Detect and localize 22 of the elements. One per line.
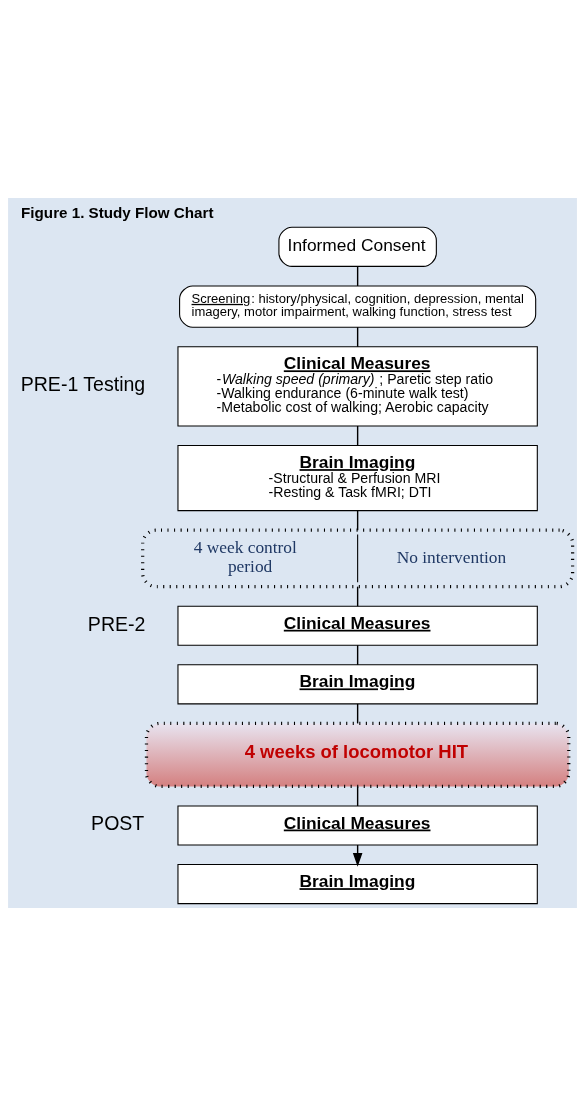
node-box: Brain Imaging (177, 663, 538, 704)
node-box: 4 week control period No intervention (141, 528, 575, 588)
connector (356, 424, 359, 446)
node-box: 4 weeks of locomotor HIT (144, 721, 571, 788)
node-box: Brain Imaging (177, 863, 538, 904)
label: PRE-1 Testing (20, 372, 146, 395)
node-box: Informed Consent (278, 226, 437, 267)
connector (356, 265, 359, 287)
connector (356, 785, 359, 807)
connector (356, 702, 359, 724)
node-box: Clinical Measures (177, 804, 538, 846)
connector (356, 509, 359, 531)
node-box: Screening: history/physical, cognition, depression, mental imagery, motor impairment, walking function, stress test (179, 284, 537, 328)
label: POST (91, 811, 145, 834)
node-box: Clinical Measures (177, 605, 538, 646)
connector (356, 644, 359, 666)
node-box: Clinical Measures -Walking speed (primary); Paretic step ratio -Walking endurance (6-minute walk test) -Metabolic cost of walking; Aerobic capacity (177, 345, 538, 427)
connector (356, 326, 359, 347)
label: PRE-2 (87, 612, 146, 635)
connector (356, 585, 359, 607)
diagram-title: Figure 1. Study Flow Chart (21, 203, 214, 221)
node-box: Brain Imaging -Structural & Perfusion MRI -Resting & Task fMRI; DTI (177, 444, 538, 511)
